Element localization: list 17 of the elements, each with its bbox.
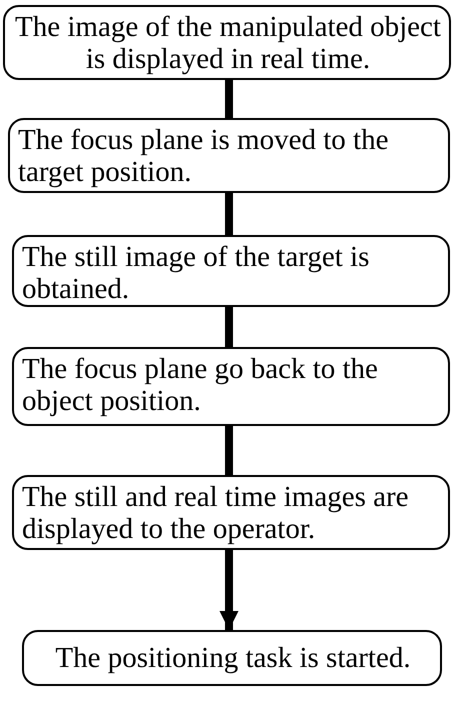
step-text: The still image of the target is obtained.	[22, 241, 370, 305]
process-box	[12, 347, 450, 426]
arrow	[219, 550, 239, 630]
step-text: The focus plane is moved to the target position.	[18, 124, 390, 188]
process-box	[22, 630, 442, 686]
connector-line	[225, 426, 233, 475]
connector-line	[225, 307, 233, 347]
process-box	[3, 5, 451, 80]
connector-line	[225, 80, 233, 118]
step-text: The focus plane go back to the object position.	[22, 353, 379, 417]
connector-line	[225, 193, 233, 235]
process-box	[8, 118, 450, 193]
step-text: The still and real time images are displayed to the operator.	[22, 481, 410, 545]
process-box	[12, 235, 450, 307]
step-text: The positioning task is started.	[54, 642, 412, 674]
step-text: The image of the manipulated object is displayed in real time.	[14, 11, 442, 75]
process-box	[12, 475, 450, 550]
